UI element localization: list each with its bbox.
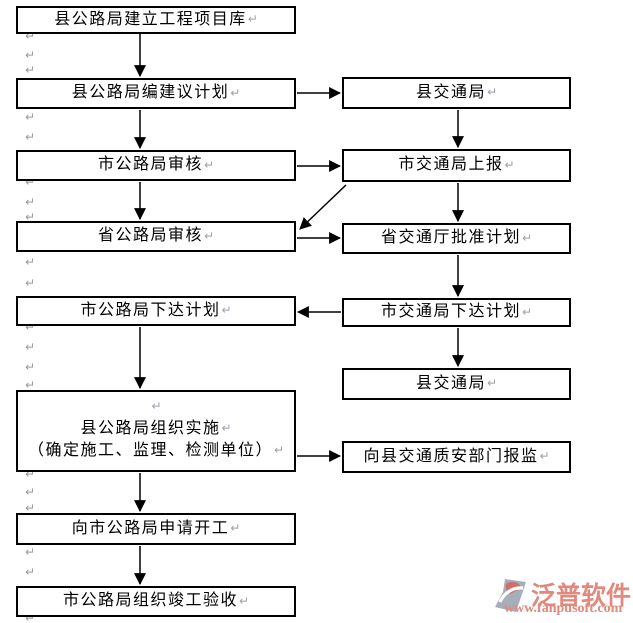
paragraph-mark: ↵ [24, 360, 36, 374]
paragraph-mark: ↵ [24, 340, 36, 354]
paragraph-mark: ↵ [273, 443, 285, 458]
paragraph-mark: ↵ [24, 611, 36, 623]
flow-node-label: （确定施工、监理、检测单位） [27, 441, 273, 459]
flow-node-label: 市公路局组织竣工验收 [62, 592, 238, 610]
vendor-brand-text: 泛普软件 [531, 582, 632, 610]
flow-node-county-highway-bureau-draft-plan: 县公路局编建议计划↵ [16, 78, 296, 109]
paragraph-mark: ↵ [151, 399, 162, 414]
paragraph-mark: ↵ [24, 485, 36, 499]
paragraph-mark: ↵ [486, 376, 498, 391]
paragraph-mark: ↵ [521, 230, 533, 245]
paragraph-mark: ↵ [24, 110, 36, 124]
flow-node-city-highway-bureau-review: 市公路局审核↵ [16, 150, 296, 181]
paragraph-mark: ↵ [221, 303, 232, 318]
flow-node-report-county-transport-quality-safety-dept: 向县交通质安部门报监↵ [342, 441, 571, 473]
paragraph-mark: ↵ [221, 421, 232, 436]
flow-node-province-transport-dept-approve-plan: 省交通厅批准计划↵ [342, 223, 571, 254]
paragraph-mark: ↵ [24, 565, 36, 579]
paragraph-mark: ↵ [230, 85, 241, 100]
flow-node-label: 省公路局审核 [97, 227, 203, 245]
flow-node-province-highway-bureau-review: 省公路局审核↵ [16, 221, 296, 252]
flow-node-label: 县公路局建立工程项目库 [54, 10, 247, 28]
paragraph-mark: ↵ [24, 545, 36, 559]
flow-node-county-highway-bureau-implementation: ↵ 县公路局组织实施↵ （确定施工、监理、检测单位）↵ [16, 390, 296, 472]
flow-node-label: 市公路局下达计划 [80, 301, 221, 319]
flow-node-county-transport-bureau: 县交通局↵ [342, 77, 571, 109]
paragraph-mark: ↵ [247, 12, 258, 27]
empty-line: ↵ [150, 396, 161, 418]
paragraph-mark: ↵ [24, 48, 36, 62]
paragraph-mark: ↵ [24, 175, 36, 189]
flow-node-label: 县交通局 [415, 374, 486, 392]
paragraph-mark: ↵ [24, 210, 36, 224]
paragraph-mark: ↵ [24, 195, 36, 209]
flow-node-label: 县公路局组织实施 [80, 419, 221, 437]
paragraph-mark: ↵ [24, 255, 36, 269]
flow-node-county-highway-bureau-project-library: 县公路局建立工程项目库↵ [16, 6, 296, 34]
paragraph-mark: ↵ [203, 228, 215, 243]
fanpu-logo-icon [495, 579, 526, 612]
paragraph-mark: ↵ [24, 276, 36, 290]
paragraph-mark: ↵ [24, 130, 36, 144]
flow-node-label: 省交通厅批准计划 [380, 229, 521, 247]
flow-node-label: 市交通局下达计划 [380, 303, 521, 321]
paragraph-mark: ↵ [24, 320, 36, 334]
flow-node-city-transport-bureau-issue-plan: 市交通局下达计划↵ [342, 298, 571, 327]
vendor-url-text: www.fanpusoft.com [504, 601, 623, 616]
flow-node-city-highway-bureau-issue-plan: 市公路局下达计划↵ [16, 296, 296, 326]
flow-node-county-transport-bureau-2: 县交通局↵ [342, 368, 571, 400]
flow-node-label: 县交通局 [415, 83, 486, 101]
paragraph-mark: ↵ [24, 29, 36, 43]
flow-node-city-transport-bureau-report: 市交通局上报↵ [342, 149, 571, 182]
flow-node-label: 市交通局上报 [398, 156, 504, 174]
paragraph-mark: ↵ [230, 521, 241, 536]
flow-node-city-highway-bureau-completion-acceptance: 市公路局组织竣工验收↵ [16, 586, 296, 617]
flow-node-line: （确定施工、监理、检测单位）↵ [28, 440, 284, 462]
flow-node-apply-city-highway-bureau-start-work: 向市公路局申请开工↵ [16, 513, 296, 545]
flow-node-label: 向市公路局申请开工 [71, 519, 230, 537]
flow-node-label: 市公路局审核 [97, 156, 203, 174]
paragraph-mark: ↵ [539, 449, 550, 464]
paragraph-mark: ↵ [24, 63, 36, 77]
paragraph-mark: ↵ [486, 85, 498, 100]
paragraph-mark: ↵ [24, 467, 36, 481]
connector-b2-a4-diagonal [299, 184, 347, 230]
flow-node-label: 县公路局编建议计划 [71, 84, 230, 102]
flow-node-label: 向县交通质安部门报监 [363, 447, 539, 465]
paragraph-mark: ↵ [24, 378, 36, 392]
flow-node-line: 县公路局组织实施↵ [80, 418, 231, 440]
paragraph-mark: ↵ [238, 593, 250, 608]
paragraph-mark: ↵ [24, 501, 36, 515]
paragraph-mark: ↵ [521, 304, 533, 319]
paragraph-mark: ↵ [203, 157, 215, 172]
paragraph-mark: ↵ [504, 157, 515, 172]
